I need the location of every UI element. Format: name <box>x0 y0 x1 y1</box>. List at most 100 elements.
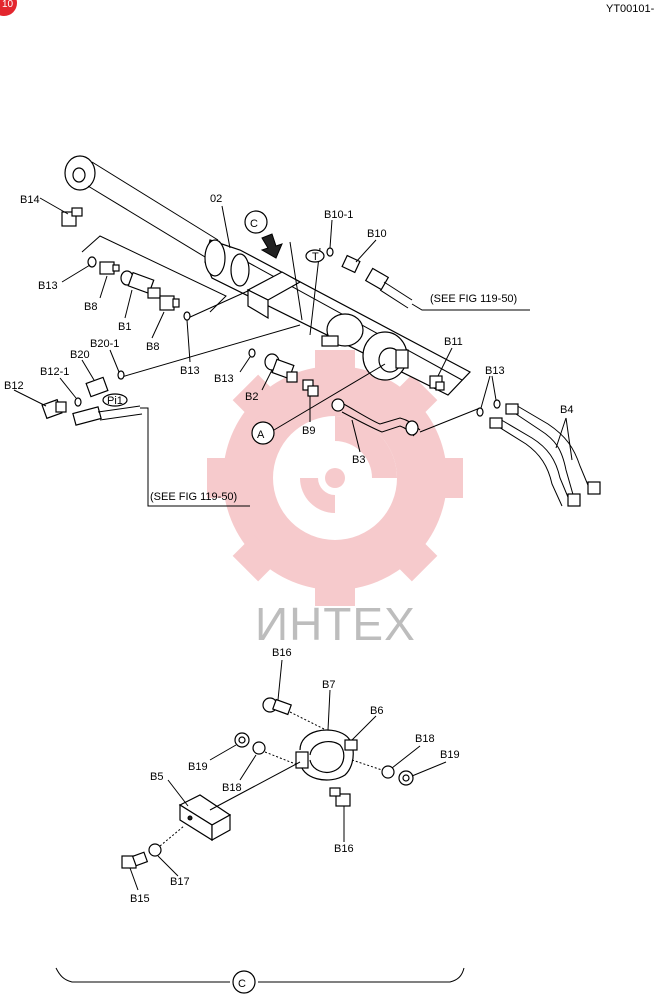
upper-valve-block-side <box>247 289 269 320</box>
leader-b3 <box>351 419 361 453</box>
clamp-ear-right <box>344 739 358 751</box>
block-b5-side <box>211 813 231 842</box>
label-b9: B9 <box>302 425 315 437</box>
leader-02 <box>221 205 231 249</box>
pipes-b4 <box>489 403 601 507</box>
callout-c-arrow <box>260 233 283 259</box>
port-label-pi1: Pi1 <box>107 395 123 407</box>
rod-bottom-edge <box>87 185 211 261</box>
block-b5-to-clamp <box>209 761 301 811</box>
callout-c-top-circle <box>244 210 268 234</box>
leader-b5 <box>167 779 189 807</box>
callout-a-text: A <box>257 429 265 441</box>
label-b10-1: B10-1 <box>324 209 353 221</box>
label-b2: B2 <box>245 391 258 403</box>
label-b6: B6 <box>370 705 383 717</box>
washer-b18-right <box>381 765 395 779</box>
port-label-t: T <box>312 251 319 263</box>
nut-b8-right <box>159 295 180 311</box>
label-b16-top: B16 <box>272 647 292 659</box>
label-b5: B5 <box>150 771 163 783</box>
label-b11: B11 <box>444 336 463 348</box>
rod-eye-hole <box>72 167 86 183</box>
oring-b13-mid <box>183 311 191 321</box>
leader-b18-left <box>239 754 257 781</box>
leader-b4-a <box>555 417 567 449</box>
reference-line-top <box>411 303 530 311</box>
leader-b13-mid <box>186 319 191 363</box>
watermark-text: ИНТЕХ <box>255 598 416 650</box>
fitting-b2 <box>264 353 298 383</box>
leader-b20-1 <box>109 349 120 373</box>
bolt-b16-top <box>262 697 292 716</box>
leader-b10-1 <box>329 219 333 249</box>
leader-b10 <box>355 239 377 263</box>
oring-b13-left <box>87 256 97 268</box>
envelope-line-t <box>309 247 321 336</box>
oring-b20-1 <box>117 370 125 380</box>
label-b4: B4 <box>560 404 573 416</box>
clamp-ear-left <box>295 751 309 769</box>
label-b13-mid: B13 <box>180 365 200 377</box>
label-b18-right: B18 <box>415 733 435 745</box>
detail-c-brace <box>55 967 465 983</box>
oring-b13-lower <box>248 348 256 358</box>
pipe-b3 <box>331 398 421 437</box>
leader-b12 <box>13 389 47 407</box>
leader-b6 <box>351 715 377 741</box>
nut-b8-left <box>99 261 120 275</box>
mid-clamp-ear <box>321 335 339 347</box>
label-b18-left: B18 <box>222 782 242 794</box>
oring-b13-right-b <box>493 399 501 409</box>
leader-b15 <box>129 867 139 891</box>
label-b15: B15 <box>130 893 150 905</box>
bolt-b15 <box>121 851 149 869</box>
connector-b9 <box>302 379 319 397</box>
cylinder-assembly <box>64 155 471 396</box>
label-b12: B12 <box>4 380 24 392</box>
hose-end-pi1 <box>72 405 143 426</box>
elbow-fitting-b14 <box>61 207 83 227</box>
envelope-line-c <box>289 241 303 321</box>
label-b20: B20 <box>70 349 90 361</box>
fitting-b11 <box>429 375 445 391</box>
label-b1: B1 <box>118 321 131 333</box>
watermark-gear-logo <box>207 350 463 606</box>
elbow-fitting-b12 <box>41 398 67 420</box>
label-b19-right: B19 <box>440 749 460 761</box>
leader-b8-left <box>99 275 108 299</box>
label-b16-lower: B16 <box>334 843 354 855</box>
label-b8-right: B8 <box>146 341 159 353</box>
leader-b11 <box>437 347 453 377</box>
cylinder-gland <box>204 239 226 277</box>
leader-b8-right <box>151 311 165 339</box>
label-b13-right: B13 <box>485 365 505 377</box>
oring-b12-1 <box>74 397 82 407</box>
leader-b13-right-a <box>480 375 491 409</box>
label-b7: B7 <box>322 679 335 691</box>
pipe-b3-connection-line <box>419 407 481 433</box>
bolt-b1 <box>120 270 161 299</box>
washer-b17 <box>148 843 162 857</box>
leader-b19-left <box>209 744 237 761</box>
bolt-b16-lower <box>329 787 351 807</box>
fitting-b10 <box>341 254 361 274</box>
leader-b18-right <box>391 745 421 769</box>
corner-badge: 10 <box>0 0 17 16</box>
hose-end-top <box>364 267 413 309</box>
cylinder-collar <box>230 253 250 287</box>
reference-line-left <box>140 407 250 507</box>
leader-b14 <box>39 197 69 215</box>
document-code: YT00101- <box>606 3 655 15</box>
leader-callout-a <box>273 363 386 431</box>
rod-top-edge <box>91 161 219 241</box>
label-b19-left: B19 <box>188 761 208 773</box>
label-b20-1: B20-1 <box>90 338 119 350</box>
label-b10: B10 <box>367 228 387 240</box>
port-badge-t <box>305 249 325 263</box>
oring-b13-right-a <box>476 407 484 417</box>
leader-b2 <box>261 369 273 391</box>
label-02: 02 <box>210 193 222 205</box>
